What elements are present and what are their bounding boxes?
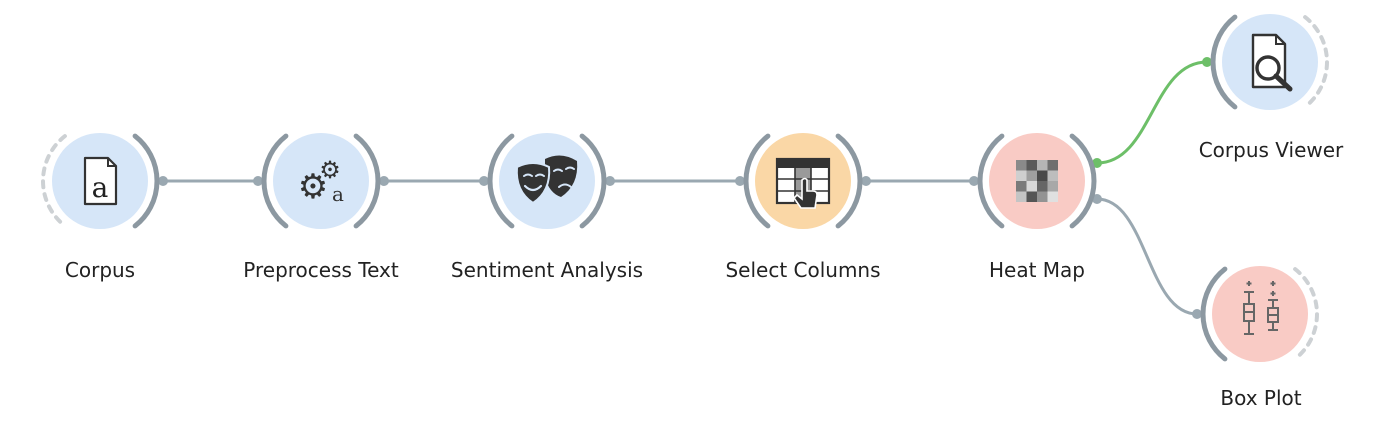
node-boxplot-circle[interactable] [1212, 266, 1308, 362]
heatmap-icon-cell [1037, 191, 1048, 202]
node-preprocess-output-arc[interactable] [353, 133, 381, 229]
node-label-sentiment[interactable]: Sentiment Analysis [450, 258, 644, 282]
heatmap-icon-cell [1047, 160, 1058, 171]
link-heatmap-boxplot-source-dot [1092, 194, 1102, 204]
theater-masks-icon [515, 155, 578, 205]
node-select-input-arc[interactable] [743, 133, 771, 229]
link-heatmap-corpusviewer-source-dot [1092, 158, 1102, 168]
node-corpus-output-arc[interactable] [132, 133, 160, 229]
node-boxplot-input-arc[interactable] [1200, 266, 1228, 362]
link-heatmap-boxplot[interactable] [1096, 197, 1198, 316]
node-sentiment[interactable] [487, 133, 607, 229]
node-label-boxplot[interactable]: Box Plot [1220, 386, 1302, 410]
heatmap-icon-cell [1037, 181, 1048, 192]
node-label-corpus[interactable]: Corpus [64, 258, 136, 282]
node-label-corpusviewer[interactable]: Corpus Viewer [1198, 138, 1344, 162]
svg-text:⚙: ⚙ [298, 167, 328, 207]
node-corpus-input-arc [41, 134, 67, 228]
document-a-icon: a [83, 156, 118, 206]
links-layer [158, 57, 1212, 319]
node-sentiment-output-arc[interactable] [579, 133, 607, 229]
svg-text:a: a [332, 182, 344, 206]
heatmap-icon-cell [1047, 181, 1058, 192]
node-select[interactable] [743, 133, 863, 229]
heatmap-icon-cell [1037, 170, 1048, 181]
link-corpus-preprocess-source-dot [158, 176, 168, 186]
link-sentiment-select-source-dot [605, 176, 615, 186]
node-corpusviewer-input-arc[interactable] [1210, 14, 1238, 110]
node-sentiment-input-arc[interactable] [487, 133, 515, 229]
link-select-heatmap-source-dot [861, 176, 871, 186]
boxplot-icon [1243, 281, 1279, 335]
node-boxplot-output-arc [1293, 267, 1319, 361]
node-preprocess-circle[interactable] [273, 133, 369, 229]
heatmap-icon-cell [1016, 191, 1027, 202]
table-pointer-icon [775, 157, 831, 209]
heatmap-icon-cell [1016, 170, 1027, 181]
node-corpus[interactable]: a [41, 133, 160, 229]
node-label-select[interactable]: Select Columns [725, 258, 881, 282]
node-preprocess[interactable]: ⚙ ⚙ a [261, 133, 381, 229]
heatmap-icon-cell [1026, 160, 1037, 171]
heatmap-icon-cell [1047, 191, 1058, 202]
link-preprocess-sentiment-target-dot [479, 176, 489, 186]
node-corpusviewer[interactable] [1210, 14, 1329, 110]
heatmap-icon-cell [1026, 191, 1037, 202]
heatmap-icon-cell [1047, 170, 1058, 181]
node-label-preprocess[interactable]: Preprocess Text [243, 258, 399, 282]
link-corpus-preprocess-target-dot [253, 176, 263, 186]
node-heatmap-input-arc[interactable] [977, 133, 1005, 229]
node-corpusviewer-output-arc [1303, 15, 1329, 109]
heatmap-icon-cell [1026, 170, 1037, 181]
gears-a-icon: ⚙ ⚙ a [298, 156, 344, 207]
link-select-heatmap-target-dot [969, 176, 979, 186]
document-search-icon [1251, 33, 1293, 92]
node-preprocess-input-arc[interactable] [261, 133, 289, 229]
svg-text:⚙: ⚙ [319, 156, 341, 184]
node-boxplot[interactable] [1200, 266, 1319, 362]
heatmap-icon-cell [1037, 160, 1048, 171]
node-heatmap-output-arc[interactable] [1069, 133, 1097, 229]
heatmap-icon-cell [1016, 160, 1027, 171]
link-preprocess-sentiment-source-dot [379, 176, 389, 186]
link-heatmap-corpusviewer-target-dot [1202, 57, 1212, 67]
heatmap-icon-cell [1016, 181, 1027, 192]
node-select-output-arc[interactable] [835, 133, 863, 229]
node-label-heatmap[interactable]: Heat Map [988, 258, 1086, 282]
link-sentiment-select-target-dot [735, 176, 745, 186]
link-heatmap-boxplot-target-dot [1192, 309, 1202, 319]
heatmap-icon-cell [1026, 181, 1037, 192]
heatmap-icon [1016, 160, 1058, 202]
node-heatmap[interactable] [977, 133, 1097, 229]
svg-text:a: a [92, 171, 109, 204]
link-heatmap-corpusviewer[interactable] [1096, 60, 1208, 165]
